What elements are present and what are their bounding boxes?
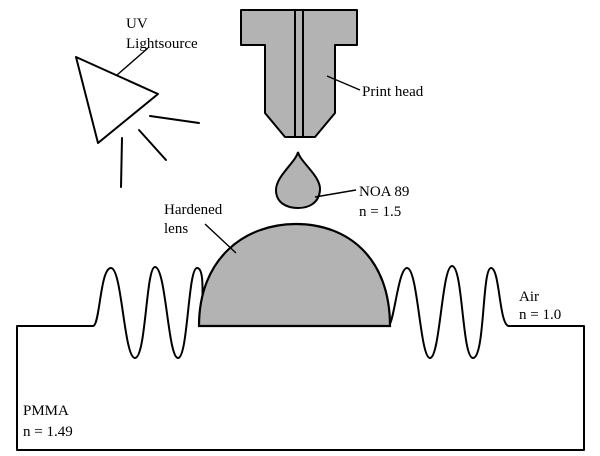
uv-leader-line	[116, 47, 149, 76]
uv-ray-1	[149, 115, 200, 124]
hardened-lens-label-line1: Hardened	[164, 202, 223, 218]
uv-label-line1: UV	[126, 16, 148, 32]
hardened-lens-shape	[197, 222, 392, 328]
print-head	[240, 9, 361, 138]
uv-lightsource	[75, 47, 200, 188]
uv-ray-2	[138, 129, 167, 161]
droplet-shape	[274, 151, 322, 210]
pmma-label-line1: PMMA	[23, 403, 69, 419]
air-label-line1: Air	[519, 289, 539, 305]
noa-leader-line	[314, 189, 357, 198]
print-head-label: Print head	[362, 84, 424, 100]
print-head-body	[240, 9, 358, 138]
uv-lightsource-triangle	[75, 56, 159, 144]
uv-label-line2: Lightsource	[126, 36, 198, 52]
hardened-lens-label-line2: lens	[164, 221, 188, 237]
pmma-label-line2: n = 1.49	[23, 424, 73, 440]
print-head-leader-line	[326, 75, 361, 91]
uv-ray-3	[120, 137, 123, 188]
noa-label-line2: n = 1.5	[359, 204, 401, 220]
noa-droplet	[274, 151, 357, 210]
hardened-lens	[197, 222, 392, 328]
hardened-lens-leader-line	[204, 223, 237, 254]
air-label-line2: n = 1.0	[519, 307, 561, 323]
noa-label-line1: NOA 89	[359, 184, 409, 200]
